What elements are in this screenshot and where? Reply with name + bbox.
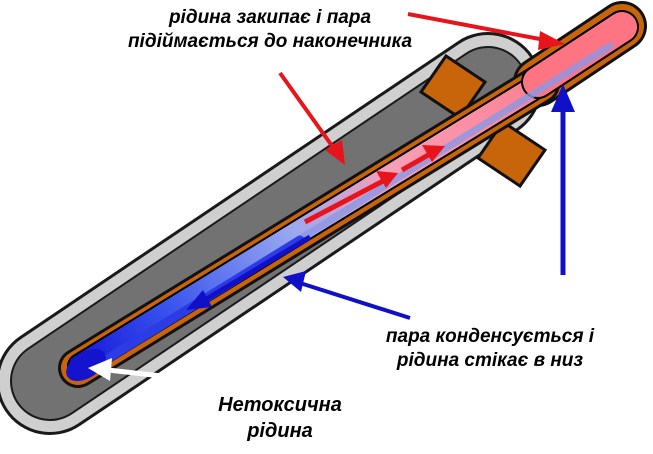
label-condensation-line1: пара конденсується і [385, 326, 595, 347]
label-boiling-line1: рідина закипає і пара [168, 7, 372, 28]
label-liquid-line1: Нетоксична [218, 394, 342, 416]
label-condensation: пара конденсується і рідина стікає в низ [355, 325, 625, 373]
label-liquid-line2: рідина [247, 420, 313, 442]
copper-seal [418, 53, 548, 189]
label-condensation-line2: рідина стікає в низ [396, 350, 584, 371]
red-arrow-icon [278, 12, 565, 225]
label-liquid: Нетоксична рідина [195, 392, 365, 444]
blue-arrow-icon [186, 84, 575, 320]
label-boiling: рідина закипає і пара підіймається до на… [90, 6, 450, 54]
label-boiling-line2: підіймається до наконечника [127, 31, 413, 52]
white-arrow-icon [88, 358, 181, 381]
